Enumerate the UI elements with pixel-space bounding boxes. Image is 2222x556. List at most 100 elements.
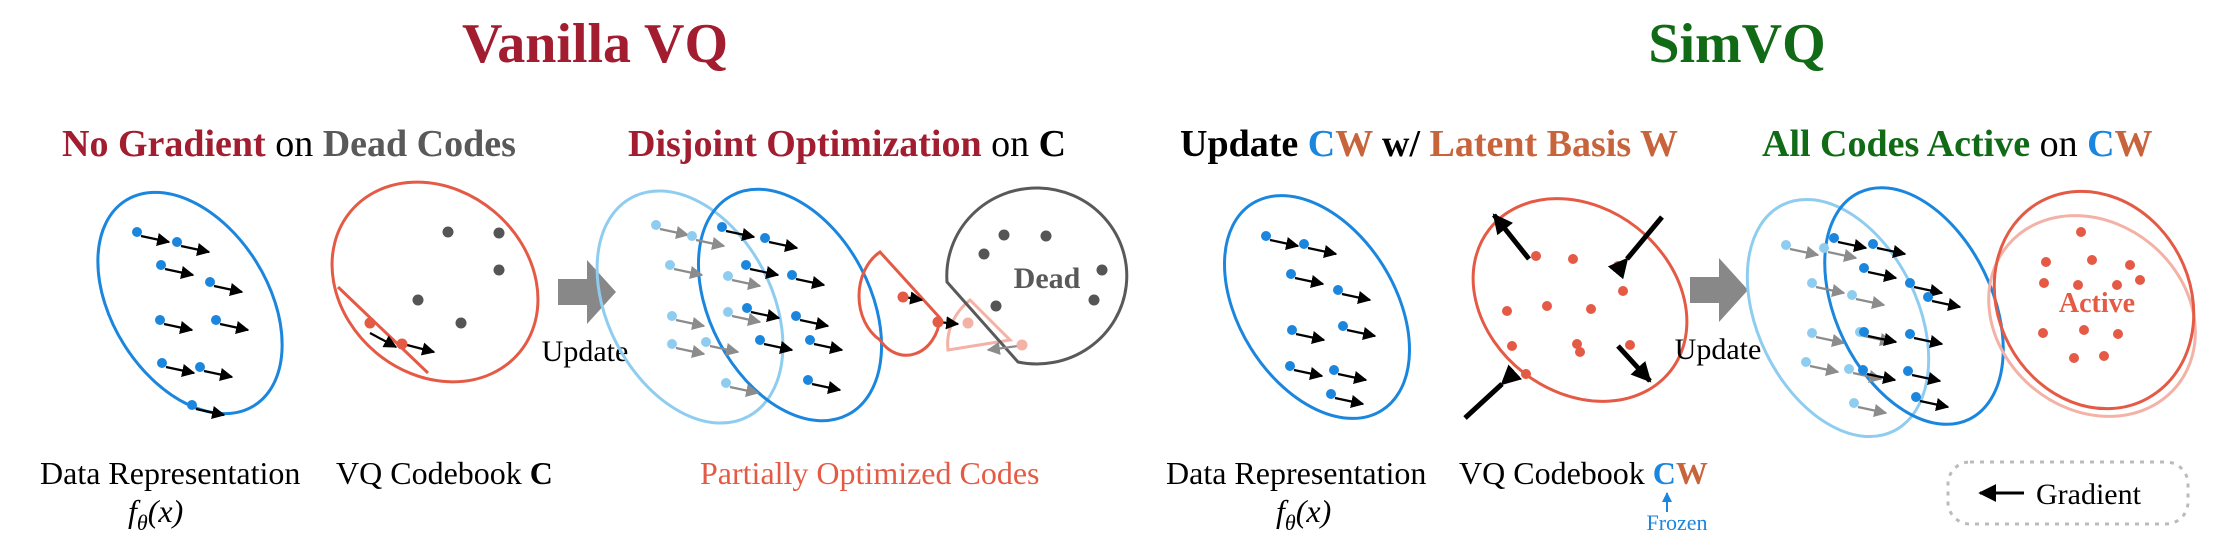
point: [1847, 290, 1857, 300]
point: [1521, 369, 1531, 379]
codebook-c-blue: C: [1653, 455, 1676, 491]
dead-points: [897, 229, 1108, 355]
light-data-ellipse: [595, 189, 785, 425]
active-label: Active: [2059, 288, 2135, 319]
theta-subscript-right: θ: [1285, 510, 1296, 535]
gradient-arrow: [1827, 249, 1858, 262]
gradient-arrow: [1815, 284, 1846, 297]
basis-arrow-up-left: [1492, 213, 1531, 261]
gradient-arrow: [725, 228, 756, 241]
gradient-arrow: [1911, 372, 1942, 385]
gradient-arrow: [1815, 334, 1846, 347]
gradient-arrow: [369, 332, 398, 348]
point: [1568, 254, 1578, 264]
point: [187, 400, 197, 410]
point: [412, 294, 424, 306]
point: [2038, 328, 2048, 338]
old-codebook-ellipse: [1987, 214, 2197, 418]
update-cw-subtitle: Update CW w/ Latent Basis W: [1180, 123, 1678, 165]
point: [1575, 347, 1585, 357]
point: [701, 337, 711, 347]
gradient-arrow: [1867, 269, 1898, 282]
point: [1507, 341, 1517, 351]
point: [1299, 239, 1309, 249]
point: [455, 317, 467, 329]
point: [651, 220, 661, 230]
gradient-arrow: [673, 266, 704, 279]
point: [442, 226, 454, 238]
point: [1261, 231, 1271, 241]
codebook-cw-label: VQ Codebook CW: [1459, 455, 1708, 491]
on-text: on: [266, 123, 323, 165]
point: [1903, 366, 1913, 376]
point: [723, 271, 733, 281]
point: [897, 291, 909, 303]
gradient-arrow: [203, 368, 234, 381]
gradient-arrow: [763, 341, 794, 354]
gradient-arrow: [165, 364, 196, 377]
point: [205, 277, 215, 287]
gradient-arrow: [1852, 370, 1883, 383]
gradient-arrow: [163, 321, 194, 334]
gradient-arrow: [1913, 284, 1944, 297]
point: [1333, 285, 1343, 295]
gradient-arrow: [1789, 246, 1820, 259]
point: [2079, 325, 2089, 335]
point: [1287, 325, 1297, 335]
point: [1844, 364, 1854, 374]
frozen-label: Frozen: [1646, 510, 1707, 535]
point: [1531, 251, 1541, 261]
no-gradient-subtitle: No Gradient on Dead Codes: [62, 123, 516, 165]
gradient-arrow: [1809, 363, 1840, 376]
data-points: [132, 227, 250, 419]
point: [2125, 260, 2135, 270]
point: [1572, 339, 1582, 349]
point: [493, 264, 505, 276]
point: [2087, 255, 2097, 265]
gradient-arrow: [1334, 395, 1365, 408]
point: [2041, 257, 2051, 267]
point: [667, 339, 677, 349]
point: [1338, 321, 1348, 331]
point: [2076, 227, 2086, 237]
partial-wedge: [857, 250, 942, 357]
gradient-arrow: [1346, 327, 1377, 340]
gradient-arrow: [799, 317, 830, 330]
f-theta-label-right: fθ(x): [1276, 493, 1331, 535]
update-arrow-right: Update: [1675, 258, 1761, 366]
data-representation-label-right: Data Representation: [1166, 455, 1426, 491]
vanilla-vq-title: Vanilla VQ: [462, 13, 728, 75]
point: [1016, 339, 1028, 351]
data-points-right: [1261, 231, 1377, 408]
point: [2039, 278, 2049, 288]
point: [1285, 361, 1295, 371]
gradient-arrow: [1307, 245, 1338, 258]
point: [962, 317, 974, 329]
gradient-arrow: [795, 276, 826, 289]
data-representation-label: Data Representation: [40, 455, 300, 491]
gradient-arrow: [1295, 331, 1326, 344]
point: [721, 378, 731, 388]
active-data-points: [1781, 233, 1962, 417]
point: [1859, 263, 1869, 273]
theta-subscript: θ: [137, 510, 148, 535]
point: [1329, 365, 1339, 375]
simvq-title: SimVQ: [1648, 13, 1825, 75]
gradient-arrow: [1867, 333, 1898, 346]
point: [667, 311, 677, 321]
gradient-arrow: [1269, 237, 1300, 250]
legend-box: [1946, 460, 2190, 526]
gradient-arrow: [1919, 398, 1950, 411]
on-text-2: on: [982, 123, 1039, 165]
point: [787, 270, 797, 280]
point: [1040, 230, 1052, 242]
point: [2069, 353, 2079, 363]
point: [1096, 264, 1108, 276]
gradient-arrow: [986, 341, 1019, 355]
moved-data-ellipse: [696, 187, 884, 423]
gradient-arrow: [1931, 298, 1962, 311]
point: [1625, 340, 1635, 350]
point: [932, 316, 944, 328]
update-arrow-left: Update: [542, 260, 628, 368]
point: [132, 227, 142, 237]
